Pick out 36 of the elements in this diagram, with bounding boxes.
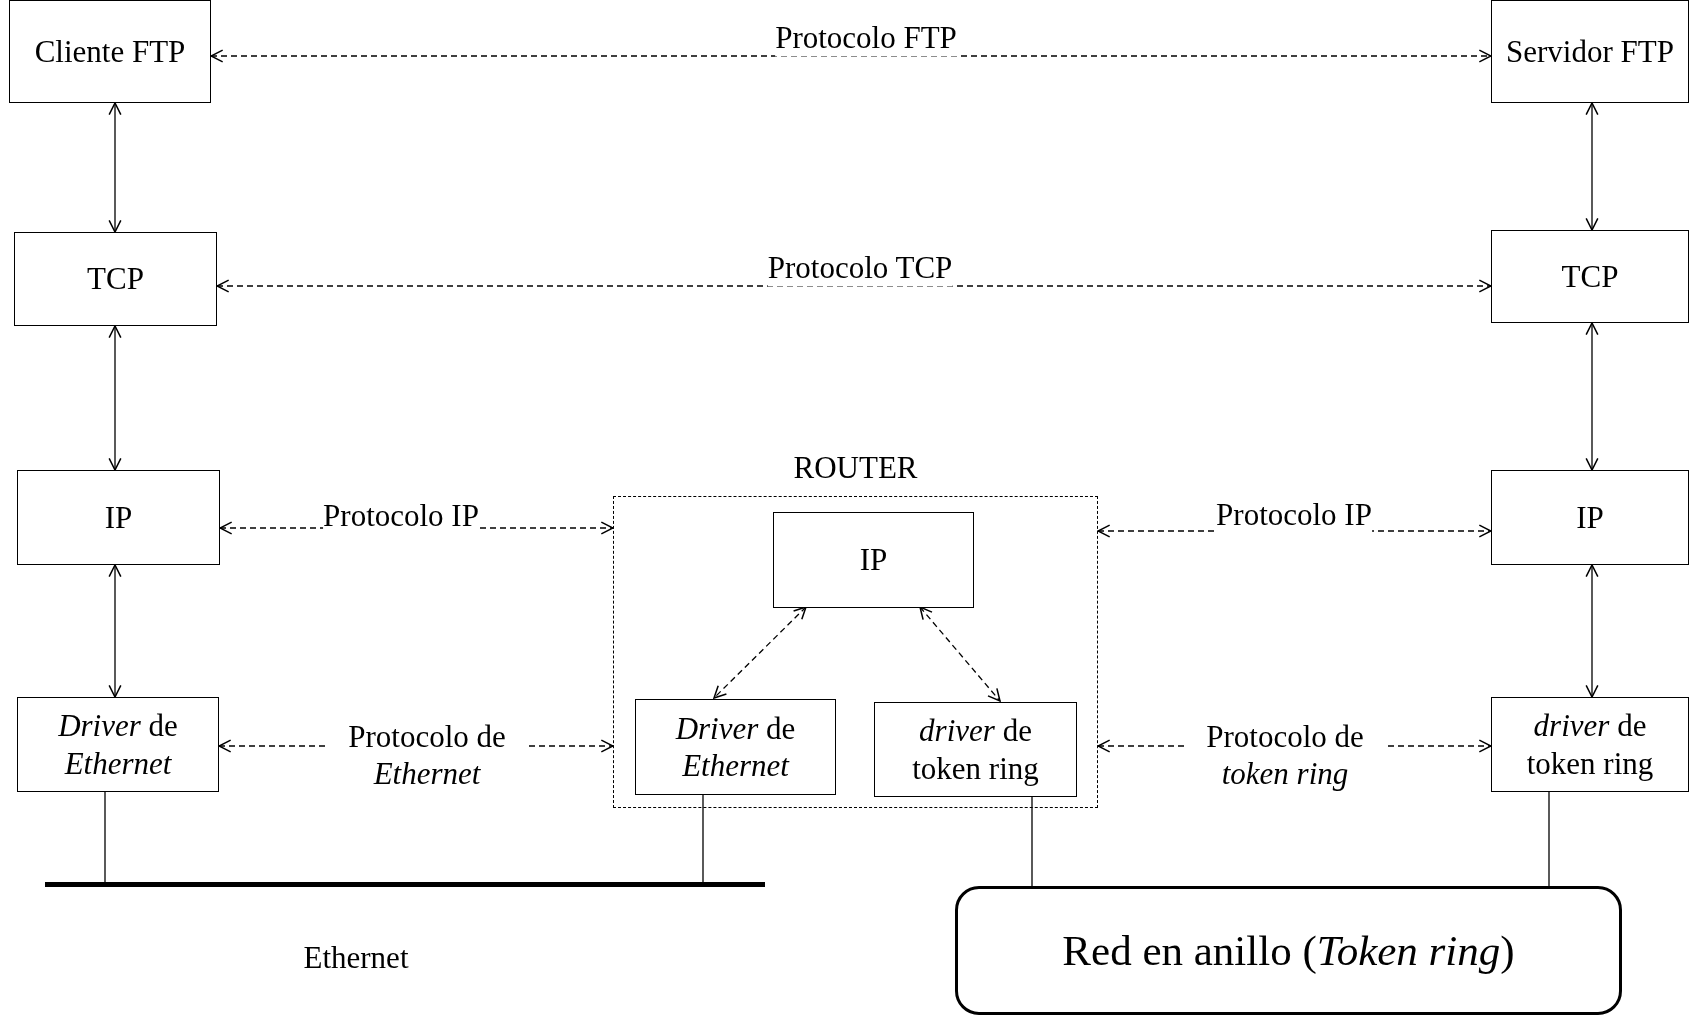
ring-network-box [955,886,1622,1015]
connection-line [1031,795,1033,887]
arrow [919,606,1001,702]
box-label: Driver de Ethernet [674,709,797,785]
layer-box [635,699,836,795]
arrow [1585,102,1599,231]
connection-line [702,793,704,883]
layer-box [874,702,1077,797]
box-label: Driver de Ethernet [57,707,179,782]
box-label: TCP [1561,257,1619,296]
layer-box [1491,230,1689,323]
layer-box [9,0,211,103]
box-label: IP [104,498,133,537]
arrow [1585,322,1599,471]
arrow [713,606,807,699]
arrow [1585,564,1599,698]
arrow [108,102,122,233]
layer-box [773,512,974,608]
connection-line [104,791,106,883]
connection-line [1548,791,1550,887]
layer-box [1491,697,1689,792]
box-label: driver de token ring [911,712,1040,787]
box-label: IP [1576,498,1604,537]
box-label: IP [859,541,888,579]
box-label: Red en anillo (Token ring) [1062,926,1515,975]
layer-box [14,232,217,326]
layer-box [1491,0,1689,103]
layer-box [17,470,220,565]
arrow [108,325,122,471]
layer-box [17,697,219,792]
box-label: TCP [87,260,144,298]
layer-box [1491,470,1689,565]
arrow [108,564,122,698]
box-label: Cliente FTP [34,32,186,71]
box-label: Servidor FTP [1506,32,1674,71]
box-label: driver de token ring [1525,707,1655,782]
